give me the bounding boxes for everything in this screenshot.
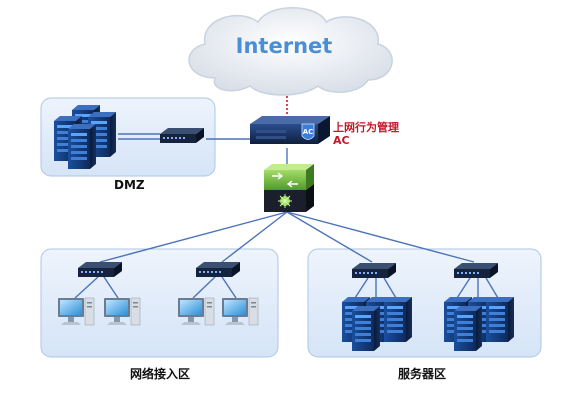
access-ws-link — [74, 276, 99, 299]
server-rack-icon — [384, 297, 412, 342]
core-switch-icon — [264, 164, 314, 212]
access-ws-link — [221, 276, 237, 299]
server-rack-link — [354, 277, 369, 299]
server-rack-link — [456, 277, 471, 299]
cloud-icon — [188, 7, 393, 96]
server-rack-icon — [454, 306, 482, 351]
ac-gateway-label-line1: 上网行为管理 — [333, 121, 399, 134]
ac-gateway-label-line2: AC — [333, 134, 350, 147]
internet-label: Internet — [235, 34, 333, 58]
server-rack-icon — [68, 124, 96, 169]
core-server-link-2 — [286, 211, 475, 263]
core-access-link-2 — [221, 211, 288, 263]
server-rack-icon — [486, 297, 514, 342]
ac-gateway-label: 上网行为管理 AC — [333, 121, 399, 147]
server-rack-icon — [352, 306, 380, 351]
ac-badge: AC — [303, 128, 314, 136]
access-ws-link — [103, 276, 119, 299]
dmz-zone-label: DMZ — [114, 178, 145, 192]
server-switch-2-icon — [454, 263, 498, 278]
access-ws-link — [192, 276, 216, 299]
server-switch-1-icon — [352, 263, 396, 278]
access-zone-label: 网络接入区 — [130, 367, 191, 381]
ac-gateway-icon — [250, 116, 330, 144]
server-rack-link — [485, 277, 499, 299]
core-access-link-1 — [99, 211, 288, 263]
dmz-switch-icon — [160, 128, 204, 143]
access-switch-2-icon — [196, 262, 240, 277]
server-zone-label: 服务器区 — [398, 367, 447, 381]
core-server-link-1 — [286, 211, 373, 263]
server-rack-link — [383, 277, 397, 299]
internet-cloud — [188, 7, 393, 96]
access-switch-1-icon — [78, 262, 122, 277]
